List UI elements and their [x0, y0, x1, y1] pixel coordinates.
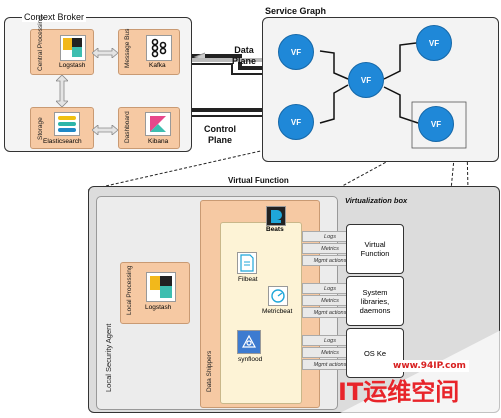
control-plane-label: Control Plane	[204, 124, 236, 145]
synflood-logo	[237, 330, 261, 354]
logstash-label: Logstash	[59, 62, 86, 69]
bus-dashboard-arrow	[91, 122, 119, 136]
vf-node-1[interactable]: VF	[278, 34, 314, 70]
virtual-function-title: Virtual Function	[228, 176, 289, 185]
storage-label: Storage	[37, 117, 44, 140]
vf-node-2[interactable]: VF	[278, 104, 314, 140]
watermark-url: www.94IP.com	[390, 360, 469, 372]
local-processing-label: Local Processing	[126, 265, 133, 316]
beats-label: Beats	[266, 226, 284, 233]
kibana-label: Kibana	[148, 138, 169, 145]
service-graph-edges-top	[319, 42, 467, 149]
beats-logo	[266, 206, 286, 226]
local-logstash-logo	[146, 272, 176, 302]
message-bus-label: Message Bus	[124, 28, 131, 68]
elasticsearch-label: Elasticsearch	[43, 138, 82, 145]
vf-node-4[interactable]: VF	[416, 25, 452, 61]
dashboard-label: Dashboard	[124, 111, 131, 143]
layer-virtual-function: Virtual Function	[346, 224, 404, 274]
logstash-logo	[60, 35, 86, 61]
local-security-agent-label: Local Security Agent	[104, 323, 113, 392]
virtualization-box-label: Virtualization box	[345, 196, 408, 205]
data-shippers-label: Data Shippers	[206, 350, 213, 392]
vf-node-5[interactable]: VF	[418, 106, 454, 142]
synflood-label: synflood	[238, 356, 263, 363]
filbeat-logo	[237, 252, 257, 274]
metricbeat-logo	[268, 286, 288, 306]
layer-os-kernel: OS Ke	[346, 328, 404, 378]
kibana-logo	[145, 112, 171, 136]
elasticsearch-logo	[54, 112, 80, 136]
layer-system-libraries: System libraries, daemons	[346, 276, 404, 326]
control-plane-pipe	[180, 108, 262, 117]
watermark-text: IT运维空间	[338, 378, 460, 406]
processing-storage-arrow	[55, 74, 69, 108]
kafka-logo	[146, 35, 172, 61]
service-graph-title: Service Graph	[265, 6, 327, 16]
local-logstash-label: Logstash	[145, 304, 172, 311]
vf-node-3[interactable]: VF	[348, 62, 384, 98]
processing-bus-arrow	[91, 45, 119, 59]
kafka-label: Kafka	[149, 62, 166, 69]
metricbeat-label: Metricbeat	[262, 308, 293, 315]
filbeat-label: Filbeat	[238, 276, 258, 283]
central-processing-label: Central Processing	[37, 16, 44, 71]
beats-inner-panel	[220, 222, 302, 404]
context-broker-title: Context Broker	[22, 12, 87, 22]
data-plane-label: Data Plane	[232, 45, 257, 66]
